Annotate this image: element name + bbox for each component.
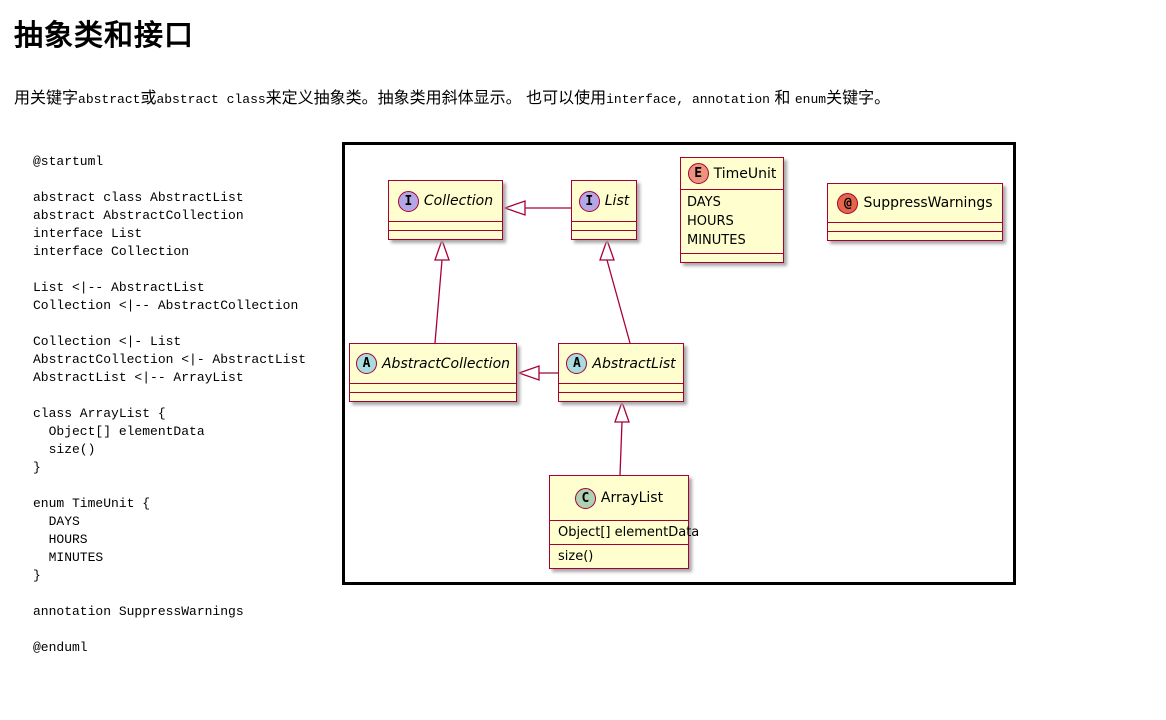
class-title: E TimeUnit xyxy=(681,158,783,189)
intro-text: 和 xyxy=(769,90,795,107)
interface-spot-icon: I xyxy=(397,190,419,212)
methods-compartment: size() xyxy=(550,544,688,568)
fields-compartment xyxy=(572,221,636,230)
class-box-arraylist: C ArrayList Object[] elementData size() xyxy=(549,475,699,569)
class-name: List xyxy=(604,193,630,209)
class-box-abstractcollection: A AbstractCollection xyxy=(349,343,517,402)
inline-code-enum: enum xyxy=(794,92,827,107)
fields-compartment xyxy=(828,222,1002,231)
class-title: A AbstractList xyxy=(559,344,683,383)
inline-code-interface-annotation: interface, annotation xyxy=(606,92,770,107)
fields-compartment xyxy=(389,221,502,230)
plantuml-source-code: @startuml abstract class AbstractList ab… xyxy=(33,154,307,655)
class-title: C ArrayList xyxy=(550,476,688,520)
methods-compartment xyxy=(828,231,1002,240)
class-name: AbstractCollection xyxy=(381,355,511,372)
class-title: @ SuppressWarnings xyxy=(828,184,1002,222)
inheritance-arrows xyxy=(434,200,631,476)
enum-spot-icon: E xyxy=(687,163,709,184)
enum-member: MINUTES xyxy=(687,233,746,248)
class-box-suppresswarnings: @ SuppressWarnings xyxy=(827,183,1003,241)
fields-compartment xyxy=(559,383,683,392)
inline-code-abstract-class: abstract class xyxy=(156,92,266,107)
intro-paragraph: 用关键字abstract或abstract class来定义抽象类。抽象类用斜体… xyxy=(14,88,1159,111)
class-name: ArrayList xyxy=(600,490,664,506)
class-title: A AbstractCollection xyxy=(350,344,516,383)
methods-compartment xyxy=(559,392,683,401)
intro-text: 关键字。 xyxy=(826,90,891,107)
enum-members-compartment: DAYS HOURS MINUTES xyxy=(681,189,783,253)
class-name: TimeUnit xyxy=(713,165,777,182)
class-title: I List xyxy=(572,181,636,221)
arrow-abstractlist-to-list xyxy=(599,238,631,344)
inline-code-abstract: abstract xyxy=(78,92,141,107)
arrow-arraylist-to-abstractlist xyxy=(614,400,630,476)
arrow-abstractlist-to-abstractcollection xyxy=(517,365,558,381)
class-box-collection: I Collection xyxy=(388,180,503,240)
interface-spot-icon: I xyxy=(578,190,600,212)
annotation-spot-icon: @ xyxy=(837,192,859,214)
class-spot-icon: C xyxy=(574,487,596,509)
intro-text: 或 xyxy=(140,90,157,107)
abstract-spot-icon: A xyxy=(566,353,588,374)
enum-member: DAYS xyxy=(687,195,721,210)
class-box-abstractlist: A AbstractList xyxy=(558,343,684,402)
class-name: Collection xyxy=(423,193,494,209)
uml-diagram-frame: I Collection I List E TimeUnit DAYS HOUR… xyxy=(342,142,1016,585)
arrow-abstractcollection-to-collection xyxy=(434,238,450,344)
class-box-timeunit: E TimeUnit DAYS HOURS MINUTES xyxy=(680,157,784,263)
abstract-spot-icon: A xyxy=(355,353,377,374)
class-name: SuppressWarnings xyxy=(863,195,993,211)
fields-compartment: Object[] elementData xyxy=(550,520,699,544)
methods-compartment xyxy=(572,230,636,239)
class-box-list: I List xyxy=(571,180,637,240)
intro-text: 用关键字 xyxy=(14,90,79,107)
fields-compartment xyxy=(350,383,516,392)
class-name: AbstractList xyxy=(592,355,676,372)
methods-compartment xyxy=(350,392,516,401)
intro-text: 来定义抽象类。抽象类用斜体显示。 也可以使用 xyxy=(265,90,607,107)
page-title: 抽象类和接口 xyxy=(14,20,195,52)
enum-member: HOURS xyxy=(687,214,734,229)
class-title: I Collection xyxy=(389,181,502,221)
methods-compartment xyxy=(389,230,502,239)
methods-compartment xyxy=(681,253,783,262)
arrow-list-to-collection xyxy=(503,200,571,216)
